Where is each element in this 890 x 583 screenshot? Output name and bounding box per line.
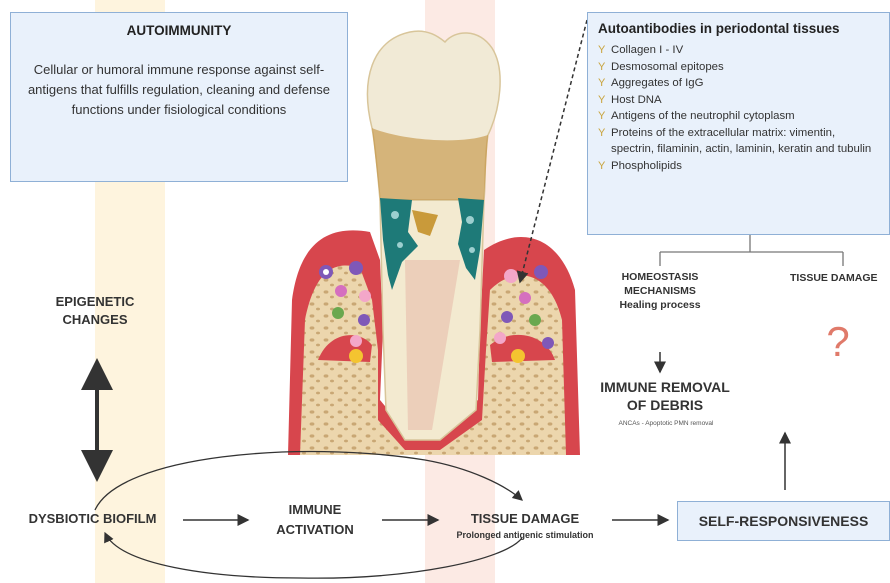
self-responsiveness-box: SELF-RESPONSIVENESS (677, 501, 890, 541)
antibody-icon: Y (598, 75, 605, 92)
dysbiotic-biofilm-label: DYSBIOTIC BIOFILM (0, 511, 185, 526)
antibody-icon: Y (598, 125, 605, 142)
autoimmunity-description: Cellular or humoral immune response agai… (11, 60, 347, 120)
autoimmunity-title: AUTOIMMUNITY (11, 23, 347, 38)
autoantibodies-title: Autoantibodies in periodontal tissues (598, 21, 889, 36)
autoimmunity-box: AUTOIMMUNITY Cellular or humoral immune … (10, 12, 348, 182)
immune-removal-label: IMMUNE REMOVAL OF DEBRIS (590, 378, 740, 414)
antibody-icon: Y (598, 92, 605, 109)
question-mark: ? (818, 318, 858, 366)
tissue-damage-label: TISSUE DAMAGE (445, 511, 605, 526)
antibody-icon: Y (598, 42, 605, 59)
immune-removal-subtitle: ANCAs - Apoptotic PMN removal (596, 420, 736, 427)
immune-activation-label: IMMUNE ACTIVATION (250, 500, 380, 540)
antibody-icon: Y (598, 158, 605, 175)
tissue-damage-branch-label: TISSUE DAMAGE (790, 272, 890, 284)
antibody-icon: Y (598, 108, 605, 125)
tissue-damage-subtitle: Prolonged antigenic stimulation (430, 530, 620, 540)
homeostasis-label: HOMEOSTASIS MECHANISMS Healing process (595, 270, 725, 312)
antibody-icon: Y (598, 59, 605, 76)
branch-connectors (660, 235, 843, 266)
epigenetic-label: EPIGENETIC CHANGES (30, 293, 160, 329)
